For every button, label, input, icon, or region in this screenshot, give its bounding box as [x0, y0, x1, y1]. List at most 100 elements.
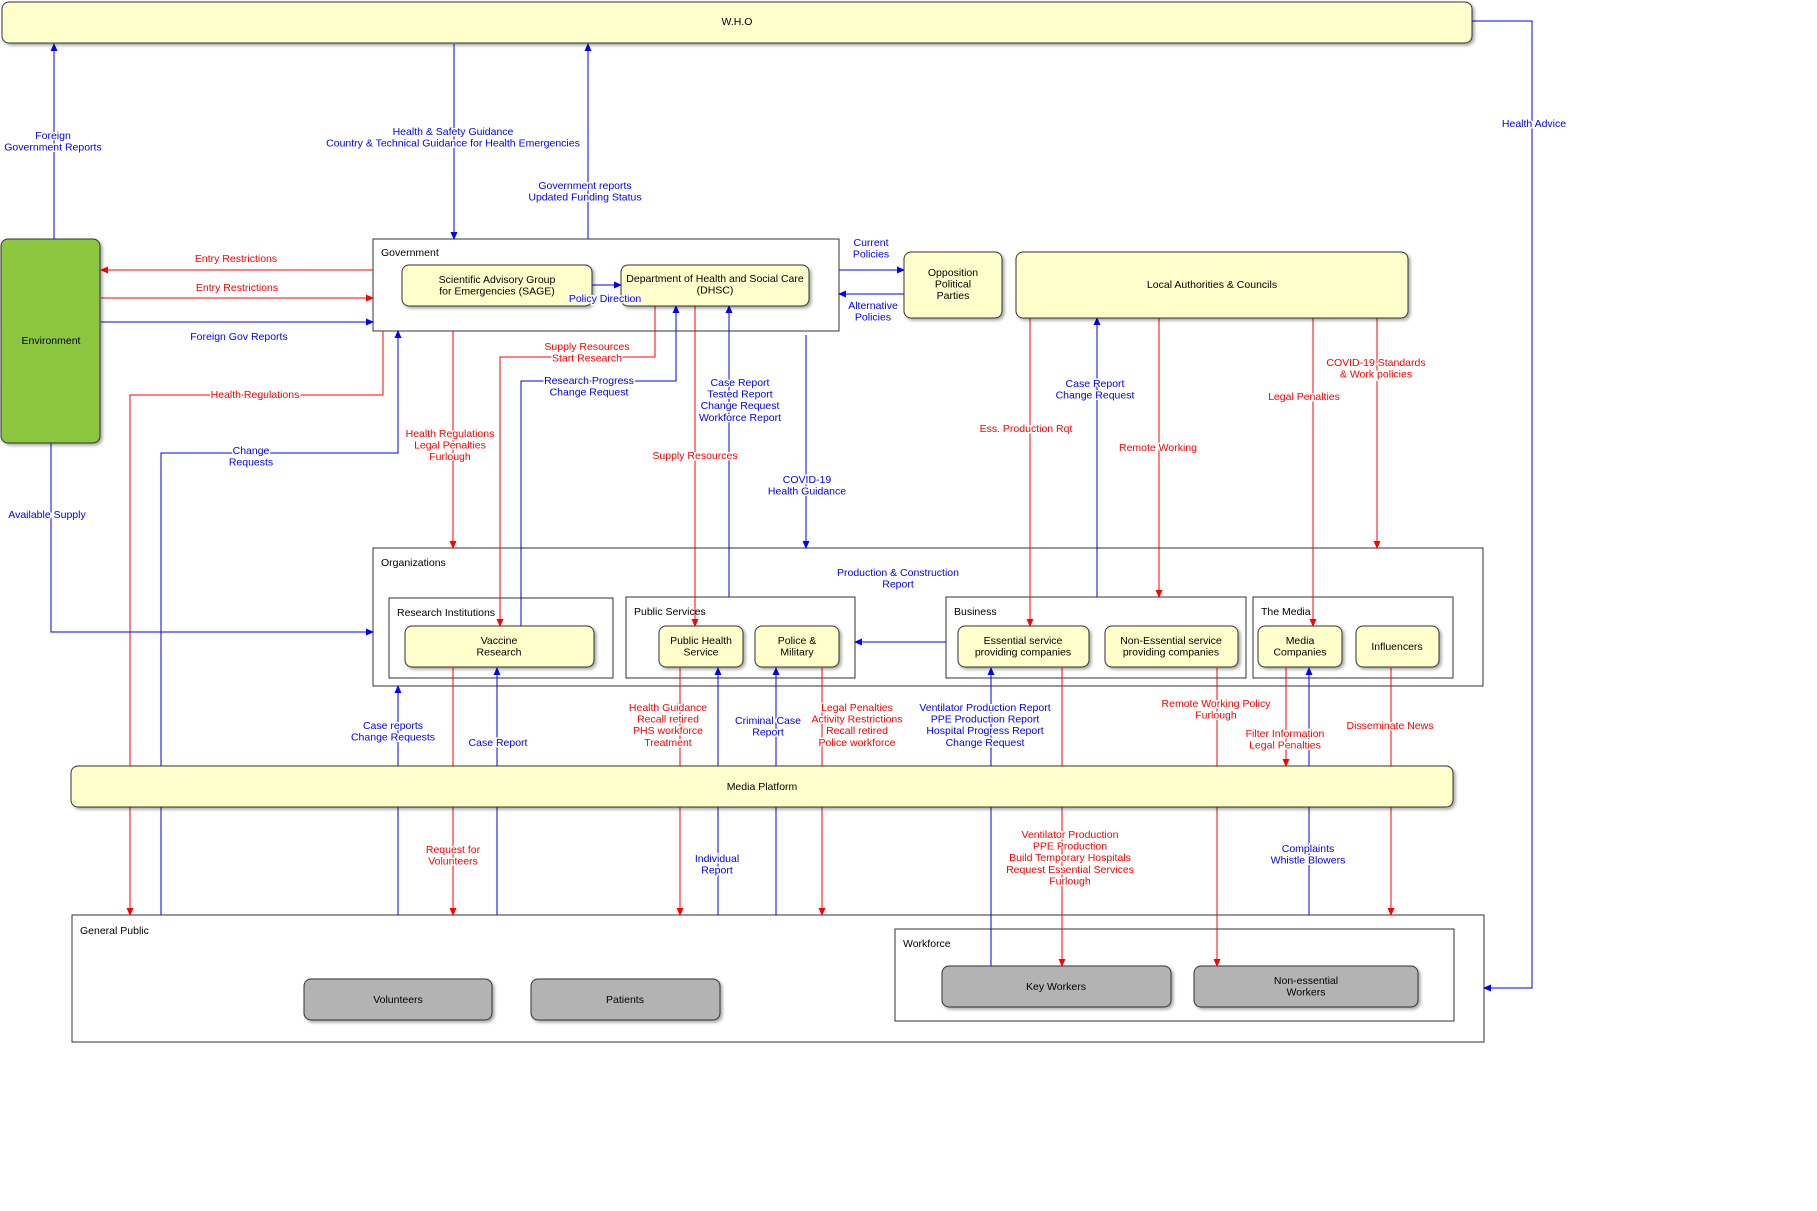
label-line: Change Request [550, 387, 629, 399]
label-health-regulations: Health Regulations [211, 389, 300, 401]
label-line: Ventilator Production Report [919, 702, 1050, 714]
label-line: Criminal Case [735, 715, 801, 727]
label-health-advice: Health Advice [1502, 118, 1566, 130]
label-line: Entry Restrictions [195, 253, 277, 265]
label-line: Workforce Report [699, 412, 781, 424]
label-line: Influencers [1371, 641, 1422, 653]
label-line: Furlough [429, 451, 471, 463]
label-line: providing companies [1123, 647, 1219, 659]
label-line: Public Health [670, 635, 732, 647]
edges [50, 20, 1533, 992]
label-line: Activity Restrictions [811, 714, 902, 726]
label-line: Change Request [946, 737, 1025, 749]
label-line: Case Report [469, 737, 528, 749]
label-line: Tested Report [707, 389, 772, 401]
label-line: Report [882, 579, 914, 591]
dhsc-label: Department of Health and Social Care(DHS… [626, 273, 804, 297]
label-line: Patients [606, 994, 644, 1006]
label-line: Ess. Production Rqt [980, 423, 1073, 435]
label-line: for Emergencies (SAGE) [439, 286, 555, 298]
label-case-report-vaccine: Case Report [469, 737, 528, 749]
edge-change-requests-to-government [160, 330, 402, 915]
general-public-title: General Public [80, 925, 149, 937]
label-line: Treatment [644, 737, 692, 749]
who-label: W.H.O [722, 16, 753, 28]
label-line: Media [1286, 635, 1315, 647]
media-companies-node [1257, 625, 1343, 668]
label-line: Environment [22, 335, 81, 347]
label-line: Health & Safety Guidance [393, 126, 514, 138]
label-line: Research Progress [544, 375, 634, 387]
media-platform-node [70, 765, 1454, 808]
police-military-label: Police &Military [778, 635, 817, 659]
label-line: Start Research [552, 353, 622, 365]
label-line: Political [935, 279, 971, 291]
label-line: Companies [1273, 647, 1326, 659]
label-line: Policies [855, 312, 891, 324]
patients-node [530, 978, 721, 1021]
label-line: Legal Penalties [414, 440, 486, 452]
media-platform-label: Media Platform [727, 781, 798, 793]
label-line: Supply Resources [652, 450, 737, 462]
label-line: Key Workers [1026, 981, 1086, 993]
label-line: Available Supply [8, 509, 86, 521]
volunteers-label: Volunteers [373, 994, 423, 1006]
label-remote-working: Remote Working [1119, 442, 1197, 454]
edge-research-progress [520, 305, 680, 626]
label-line: Foreign Gov Reports [190, 331, 287, 343]
sage-node [401, 264, 593, 307]
label-line: Individual [695, 853, 739, 865]
organizations-title: Organizations [381, 557, 446, 569]
vaccine-research-node [404, 625, 595, 668]
influencers-label: Influencers [1371, 641, 1422, 653]
label-covid-standards: COVID-19 Standards& Work policies [1326, 357, 1425, 381]
public-services-title: Public Services [634, 606, 706, 618]
label-line: Current [853, 237, 888, 249]
non-essential-companies-node [1104, 625, 1239, 668]
label-line: Opposition [928, 267, 978, 279]
police-military-node [754, 625, 840, 668]
label-line: Police workforce [818, 737, 895, 749]
label-line: & Work policies [1340, 369, 1412, 381]
label-line: Furlough [1195, 710, 1237, 722]
label-line: Ventilator Production [1022, 829, 1119, 841]
label-line: Police & [778, 635, 817, 647]
label-line: providing companies [975, 647, 1071, 659]
label-line: Workers [1287, 987, 1326, 999]
label-line: Alternative [848, 300, 898, 312]
label-line: Report [752, 727, 784, 739]
label-line: Change Request [1056, 390, 1135, 402]
label-line: Government Reports [4, 142, 101, 154]
label-line: Report [701, 865, 733, 877]
label-line: Policies [853, 249, 889, 261]
label-line: PPE Production Report [931, 714, 1040, 726]
label-line: COVID-19 Standards [1326, 357, 1425, 369]
label-line: COVID-19 [783, 474, 832, 486]
label-line: Build Temporary Hospitals [1009, 852, 1131, 864]
label-line: Production & Construction [837, 567, 959, 579]
government-title: Government [381, 247, 439, 259]
label-line: Essential service [984, 635, 1063, 647]
label-line: Disseminate News [1347, 720, 1434, 732]
label-line: PPE Production [1033, 841, 1107, 853]
